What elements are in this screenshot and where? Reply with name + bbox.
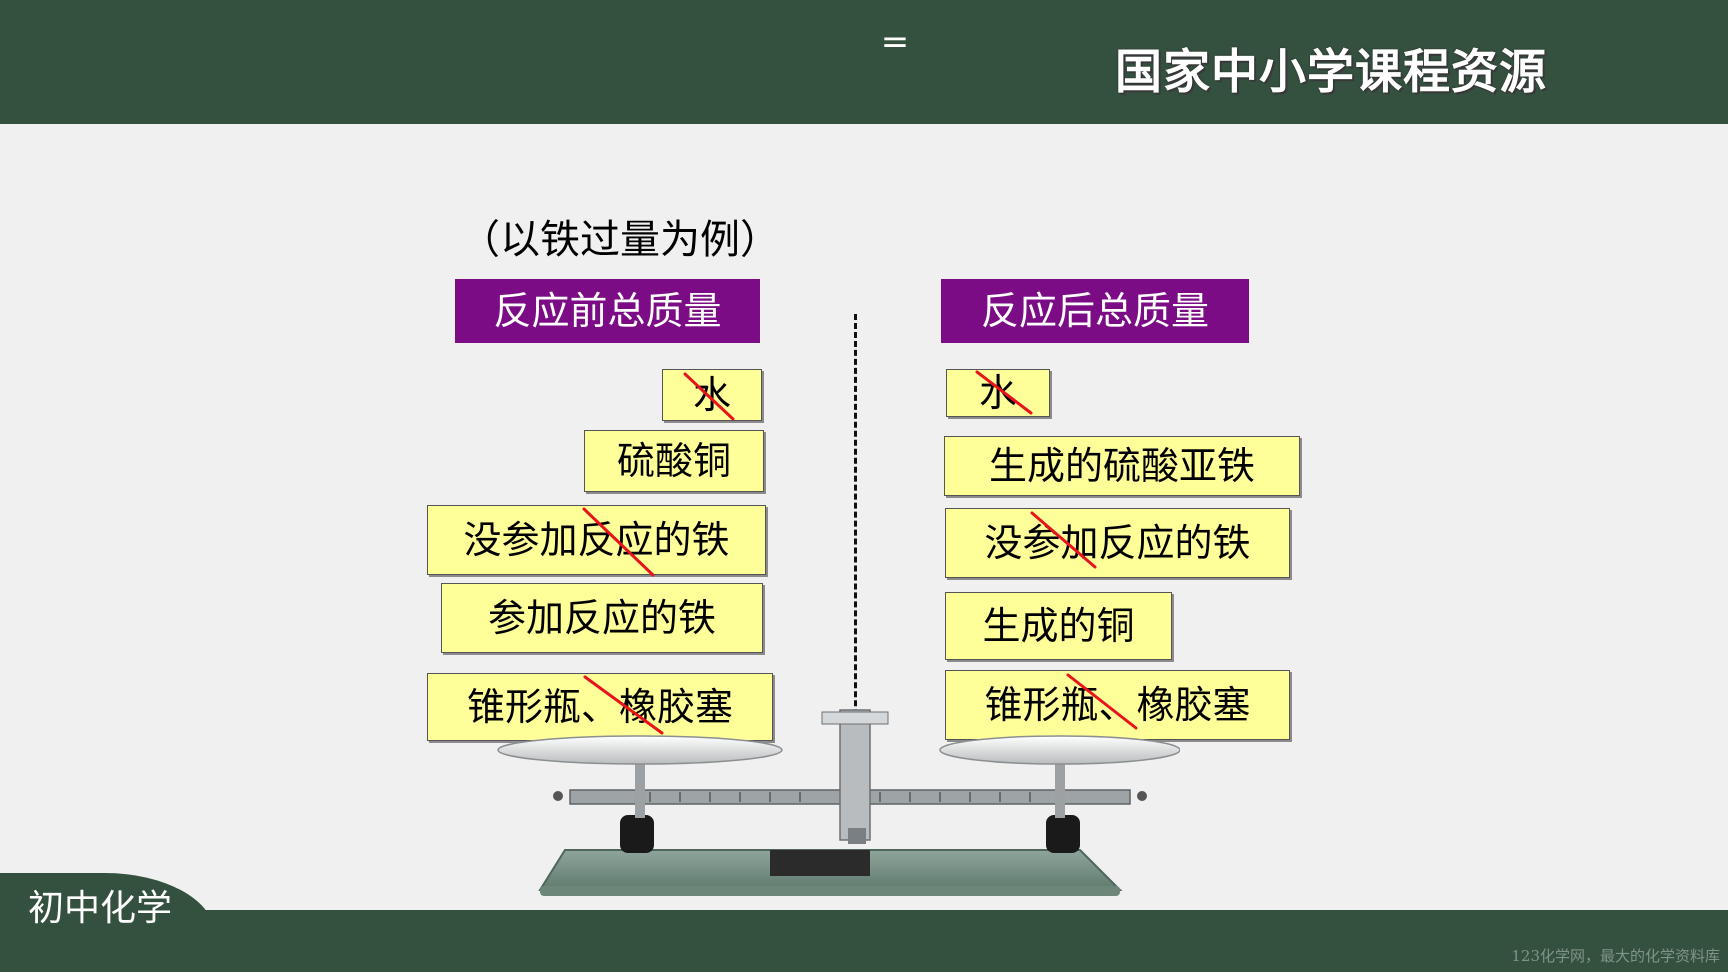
- header-bar: [0, 0, 1728, 124]
- right-item-unreacted-iron: 没参加反应的铁: [945, 508, 1290, 578]
- header-equals-sign: =: [880, 22, 910, 62]
- right-item-water: 水: [946, 369, 1050, 417]
- right-pan-support: [1055, 748, 1065, 818]
- pan-balance-image: [497, 709, 1180, 896]
- example-note: （以铁过量为例）: [460, 217, 780, 263]
- right-item-ferrous-sulfate: 生成的硫酸亚铁: [944, 436, 1300, 496]
- left-item-reacted-iron: 参加反应的铁: [441, 583, 763, 653]
- left-item-water-label: 水: [692, 373, 731, 417]
- left-item-copper-sulfate-label: 硫酸铜: [616, 439, 731, 483]
- before-reaction-heading: 反应前总质量: [455, 279, 760, 343]
- left-pan-support: [635, 748, 645, 818]
- balance-nameplate: [770, 850, 870, 876]
- subject-label: 初中化学: [28, 888, 173, 929]
- right-item-water-label: 水: [978, 371, 1017, 415]
- left-pan: [497, 735, 783, 765]
- right-item-produced-copper-label: 生成的铜: [982, 604, 1135, 648]
- right-item-unreacted-iron-label: 没参加反应的铁: [984, 521, 1251, 565]
- left-adjust-knob: [553, 791, 563, 801]
- balance-base-edge: [540, 886, 1120, 896]
- left-item-unreacted-iron-label: 没参加反应的铁: [463, 518, 730, 562]
- left-item-water: 水: [662, 369, 762, 421]
- left-item-copper-sulfate: 硫酸铜: [584, 430, 764, 492]
- right-item-ferrous-sulfate-label: 生成的硫酸亚铁: [988, 444, 1255, 488]
- left-foot: [620, 815, 654, 853]
- balance-pivot: [848, 828, 866, 844]
- right-adjust-knob: [1137, 791, 1147, 801]
- right-pan: [939, 735, 1180, 765]
- balance-scale-plate: [821, 711, 889, 725]
- footer-subject-tab: [0, 873, 215, 972]
- watermark-text: 123化学网，最大的化学资料库: [1511, 947, 1720, 965]
- footer-bar: [0, 910, 1728, 972]
- right-item-produced-copper: 生成的铜: [945, 592, 1172, 660]
- center-divider: [854, 314, 857, 814]
- after-reaction-heading: 反应后总质量: [941, 279, 1249, 343]
- left-item-unreacted-iron: 没参加反应的铁: [427, 505, 766, 575]
- left-item-reacted-iron-label: 参加反应的铁: [487, 596, 716, 640]
- brand-logo-text: 国家中小学课程资源: [1115, 45, 1547, 100]
- balance-pointer-column: [839, 709, 871, 841]
- right-foot: [1046, 815, 1080, 853]
